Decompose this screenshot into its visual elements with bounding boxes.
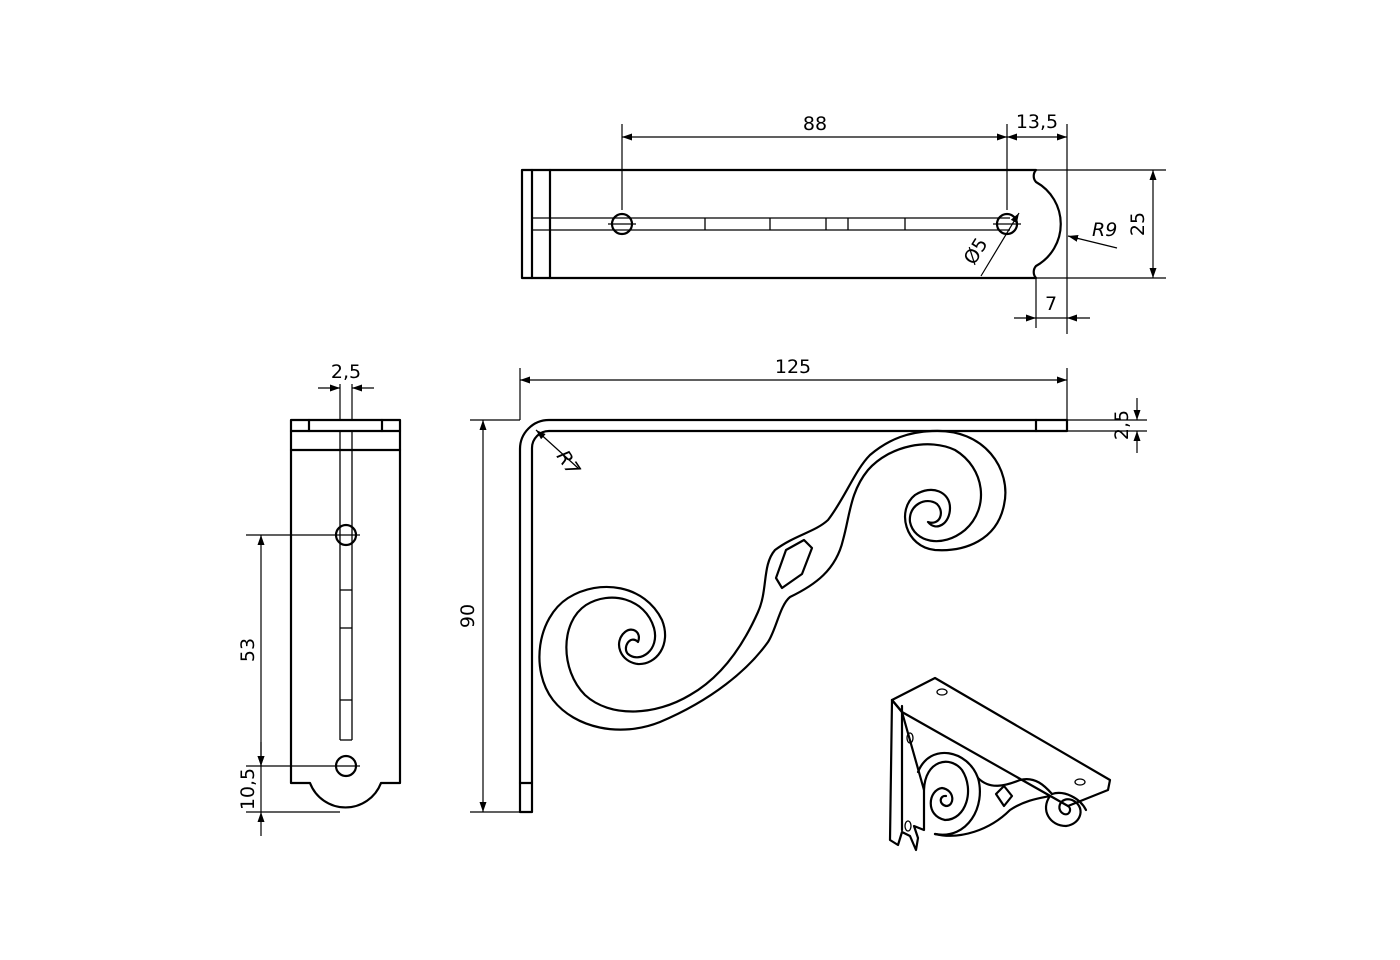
front-view-scroll-outline: [538, 429, 1007, 731]
dim-hole-diameter: Ø5: [960, 234, 993, 269]
side-view: 2,5 53 10,5: [237, 361, 402, 836]
dim-2-5-side: 2,5: [331, 361, 361, 383]
dim-r7: R7: [552, 446, 584, 479]
front-view-angle: [518, 418, 1069, 814]
dim-r9: R9: [1092, 219, 1117, 241]
dim-10-5: 10,5: [237, 768, 259, 810]
isometric-view: [888, 676, 1112, 852]
dim-2-5-top: 2,5: [1111, 410, 1133, 440]
dim-53: 53: [237, 638, 259, 662]
dim-13-5: 13,5: [1016, 111, 1058, 133]
front-view-diamond-cutout: [774, 538, 814, 590]
dim-25: 25: [1127, 212, 1149, 236]
top-view-outline: [520, 168, 1062, 280]
dim-88: 88: [803, 113, 827, 135]
front-view: 125 2,5 R7 90: [457, 356, 1147, 814]
dim-7: 7: [1045, 293, 1057, 315]
side-view-outline: [289, 418, 402, 809]
dim-125: 125: [775, 356, 811, 378]
top-view: 88 13,5 25 R9 Ø5 7: [520, 111, 1166, 334]
dim-90: 90: [457, 604, 479, 628]
